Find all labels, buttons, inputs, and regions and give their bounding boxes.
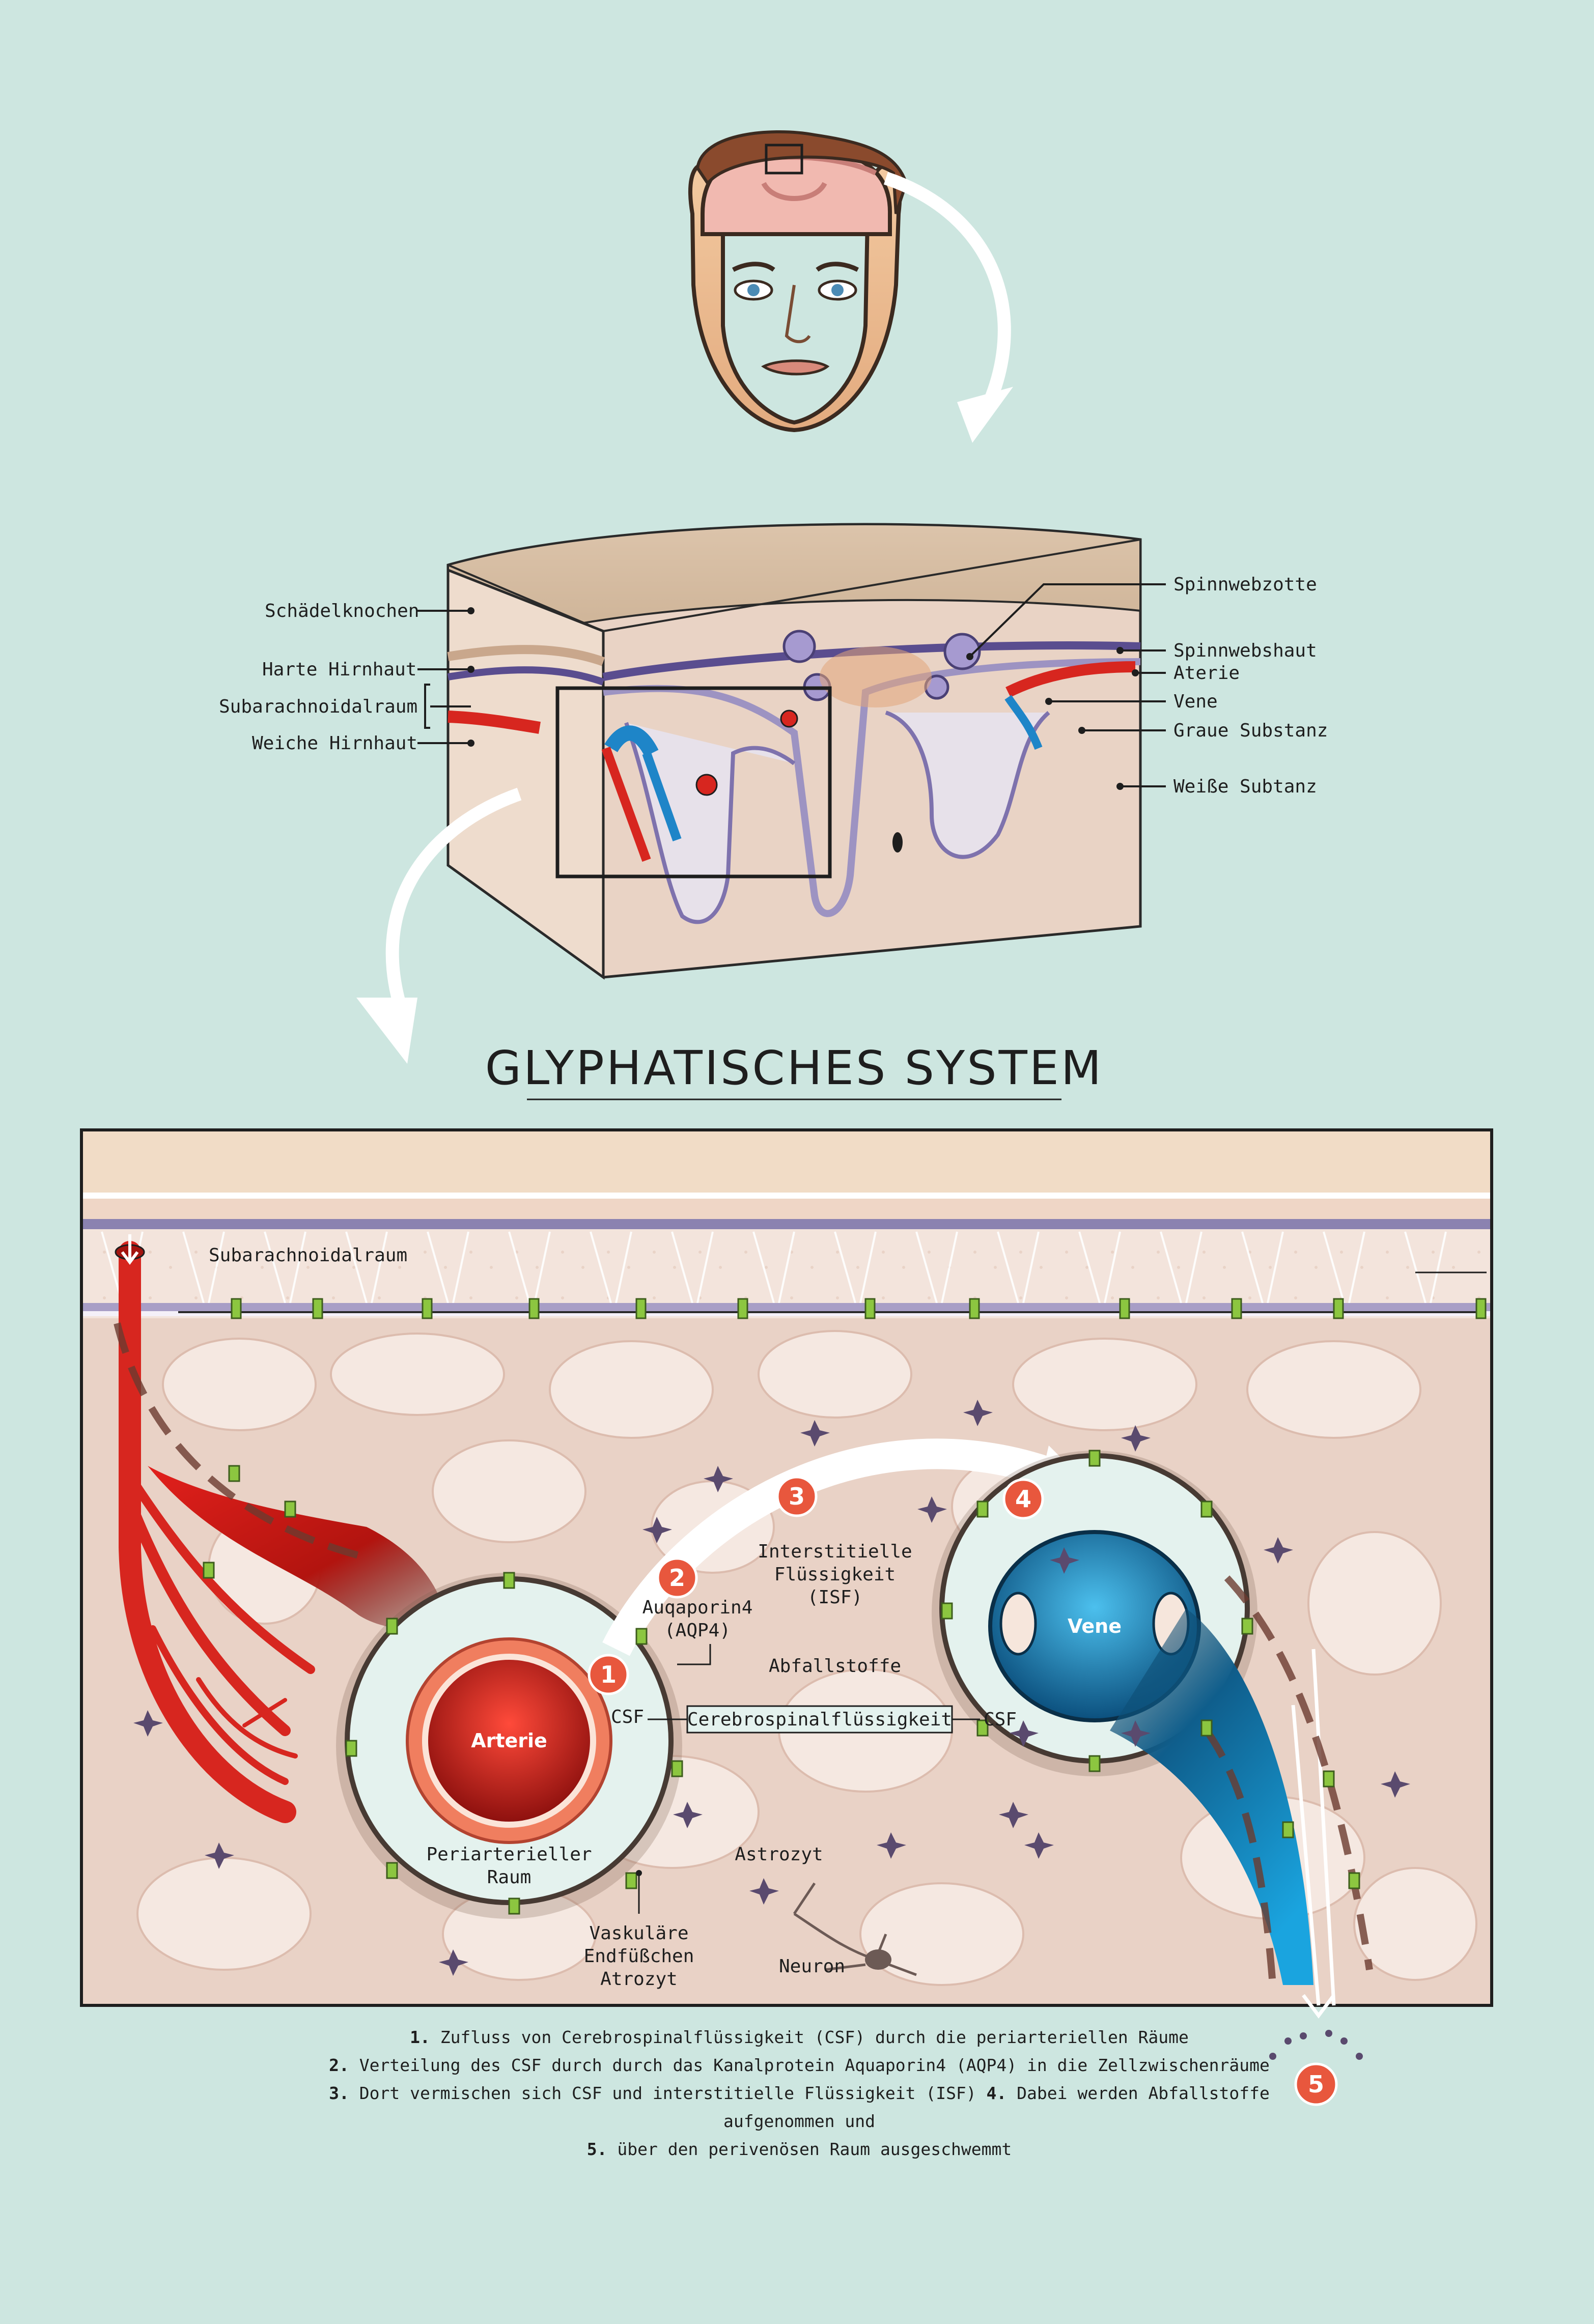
- step-marker-3: 3: [776, 1476, 818, 1517]
- label-endfuesschen-2: Endfüßchen: [584, 1946, 694, 1967]
- label-periarterieller-2: Raum: [487, 1867, 532, 1888]
- label-isf-2: Flüssigkeit: [774, 1564, 896, 1585]
- label-neuron: Neuron: [779, 1956, 845, 1977]
- head-illustration: [688, 130, 908, 433]
- label-periarterieller-1: Periarterieller: [426, 1844, 592, 1865]
- outflow-white-arrows: [1291, 1649, 1336, 2019]
- label-aquaporin-1: Auqaporin4: [642, 1597, 753, 1618]
- vein-valve-left: [999, 1592, 1037, 1656]
- brain-cross-section-block: [446, 523, 1142, 980]
- legend-num-4: 4.: [986, 2083, 1007, 2103]
- legend-text-5: über den perivenösen Raum ausgeschwemmt: [607, 2139, 1012, 2159]
- artery-lumen: [422, 1654, 596, 1828]
- legend-num-5: 5.: [586, 2139, 607, 2159]
- label-csf-right: CSF: [984, 1709, 1017, 1730]
- label-aterie: Aterie: [1173, 663, 1240, 684]
- curved-arrow-middle: [385, 787, 522, 1015]
- svg-text:2: 2: [669, 1564, 685, 1592]
- block-labels-left: Schädelknochen Harte Hirnhaut Subarachno…: [219, 601, 474, 754]
- label-abfallstoffe: Abfallstoffe: [769, 1656, 901, 1677]
- inflow-arrow-icon: [121, 1234, 139, 1265]
- label-csf-left: CSF: [611, 1707, 644, 1727]
- block-labels-right: Spinnwebzotte Spinnwebshaut Aterie Vene …: [966, 574, 1328, 797]
- label-aquaporin-2: (AQP4): [664, 1620, 731, 1641]
- label-isf-3: (ISF): [807, 1587, 862, 1608]
- label-vene: Vene: [1068, 1615, 1122, 1637]
- legend-text-4: Dabei werden Abfallstoffe aufgenommen un…: [723, 2083, 1270, 2131]
- waste-particles: [133, 1400, 1410, 1976]
- csf-inflow-red-arrow: [148, 1466, 448, 1631]
- label-endfuesschen-1: Vasku­läre: [589, 1923, 688, 1944]
- legend-text-3: Dort vermischen sich CSF und interstitie…: [349, 2083, 976, 2103]
- label-spinnwebzotte: Spinnwebzotte: [1173, 574, 1317, 595]
- step-marker-5: 5: [1294, 2062, 1338, 2106]
- exit-particles: [1269, 2030, 1363, 2060]
- label-weisse-subtanz: Weiße Subtanz: [1173, 776, 1317, 797]
- neuron-soma: [865, 1949, 891, 1970]
- step-marker-2: 2: [656, 1557, 698, 1599]
- label-harte-hirnhaut: Harte Hirnhaut: [262, 659, 416, 680]
- label-spinnwebshaut: Spinnwebshaut: [1173, 640, 1317, 661]
- arrowhead-top: [957, 387, 1013, 443]
- neuron-icon: [793, 1882, 917, 1976]
- label-subarachnoidalraum-detail: Subarachnoidalraum: [209, 1245, 407, 1266]
- legend-text-1: Zufluss von Cerebrospinalflüssigkeit (CS…: [430, 2027, 1189, 2047]
- zoom-box-head: [765, 144, 803, 175]
- label-subarachnoidalraum: Subarachnoidalraum: [219, 696, 417, 717]
- svg-text:3: 3: [789, 1483, 805, 1510]
- label-isf-1: Interstitielle: [758, 1541, 912, 1562]
- curved-arrow-top: [883, 172, 1011, 420]
- detail-panel: Arterie Vene: [80, 1128, 1493, 2060]
- artery-tree: [119, 1241, 315, 1823]
- legend-num-1: 1.: [410, 2027, 430, 2047]
- svg-text:4: 4: [1015, 1485, 1031, 1513]
- step-marker-1: 1: [588, 1654, 629, 1695]
- arrowhead-middle: [356, 998, 417, 1064]
- label-astrozyt: Astrozyt: [735, 1844, 823, 1865]
- label-vene: Vene: [1173, 691, 1218, 712]
- legend-num-2: 2.: [329, 2055, 349, 2075]
- label-arterie: Arterie: [471, 1730, 547, 1752]
- csf-label-box: [686, 1705, 953, 1734]
- step-marker-4: 4: [1002, 1478, 1044, 1520]
- svg-text:1: 1: [600, 1661, 617, 1688]
- legend-text-2: Verteilung des CSF durch durch das Kanal…: [349, 2055, 1270, 2075]
- page-title: GLYPHATISCHES SYSTEM: [485, 1041, 1104, 1095]
- perivenous-outflow-blue-arrow: [1110, 1608, 1313, 1985]
- svg-text:5: 5: [1308, 2071, 1324, 2098]
- zoom-box-block: [555, 686, 832, 878]
- aquaporin-markers: [203, 1450, 1360, 1915]
- label-weiche-hirnhaut: Weiche Hirnhaut: [252, 733, 417, 754]
- label-cerebrospinalfluessigkeit: Cerebrospinalflüssigkeit: [687, 1709, 952, 1730]
- label-schaedelknochen: Schädelknochen: [265, 601, 419, 621]
- label-endfuesschen-3: Atrozyt: [600, 1969, 678, 1990]
- label-graue-substanz: Graue Substanz: [1173, 720, 1328, 741]
- legend-num-3: 3.: [329, 2083, 349, 2103]
- legend: 1. Zufluss von Cerebrospinalflüssigkeit …: [326, 2023, 1273, 2163]
